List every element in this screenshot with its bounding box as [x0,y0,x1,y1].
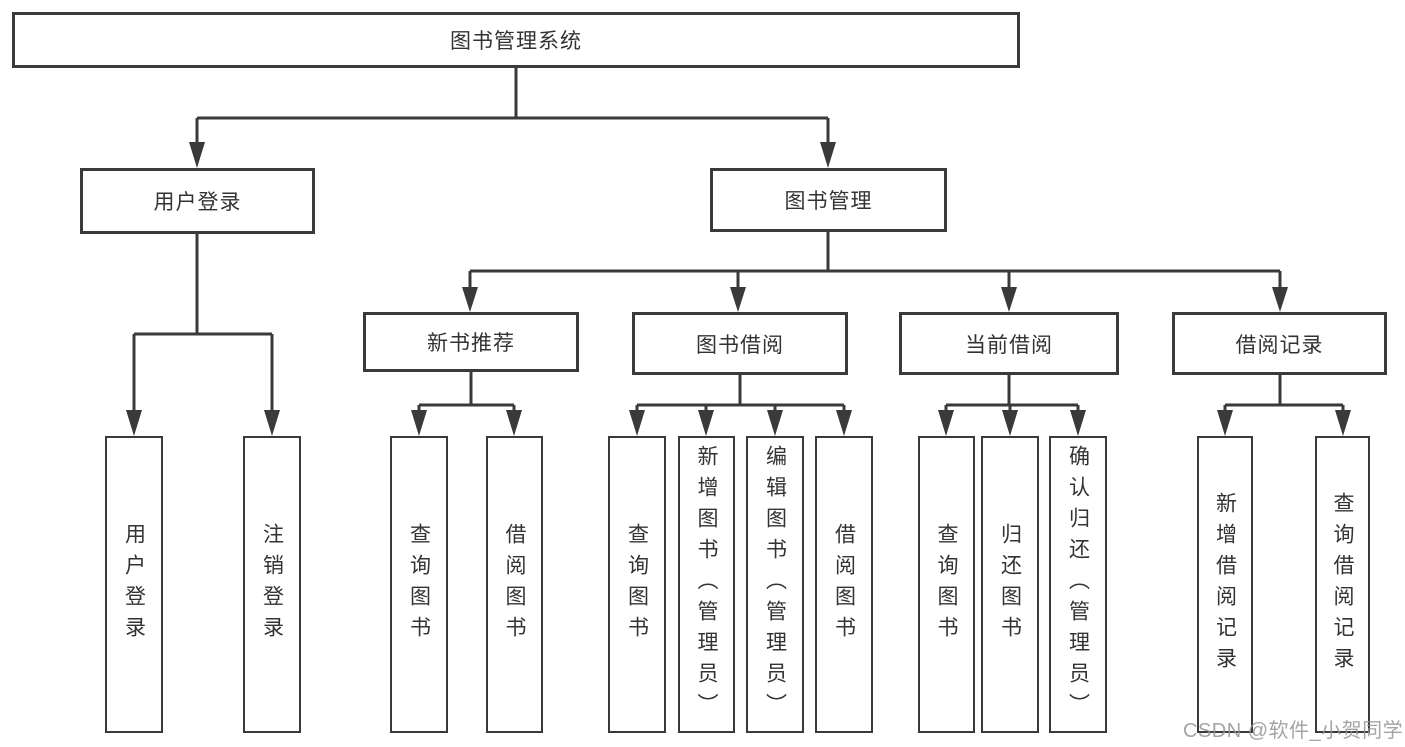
leaf-user-login: 用户登录 [105,436,163,733]
leaf-edit-books-admin: 编辑图书（管理员） [746,436,804,733]
leaf-return-books: 归还图书 [981,436,1039,733]
csdn-watermark: CSDN @软件_小贺同学 [1183,720,1404,742]
leaf-borrow-books: 借阅图书 [815,436,873,733]
node-library-management-system: 图书管理系统 [12,12,1020,68]
node-borrowing-records: 借阅记录 [1172,312,1387,375]
node-book-borrowing: 图书借阅 [632,312,848,375]
leaf-confirm-return-admin: 确认归还（管理员） [1049,436,1107,733]
node-book-management: 图书管理 [710,168,947,232]
node-user-login: 用户登录 [80,168,315,234]
node-new-book-recommendation: 新书推荐 [363,312,579,372]
leaf-logout-login: 注销登录 [243,436,301,733]
leaf-query-books-borrow: 查询图书 [608,436,666,733]
leaf-add-books-admin: 新增图书（管理员） [678,436,735,733]
leaf-query-borrow-record: 查询借阅记录 [1315,436,1370,733]
leaf-query-books-current: 查询图书 [918,436,975,733]
leaf-query-books-recommend: 查询图书 [390,436,448,733]
leaf-add-borrow-record: 新增借阅记录 [1197,436,1253,733]
node-current-borrowing: 当前借阅 [899,312,1119,375]
leaf-borrow-books-recommend: 借阅图书 [486,436,543,733]
